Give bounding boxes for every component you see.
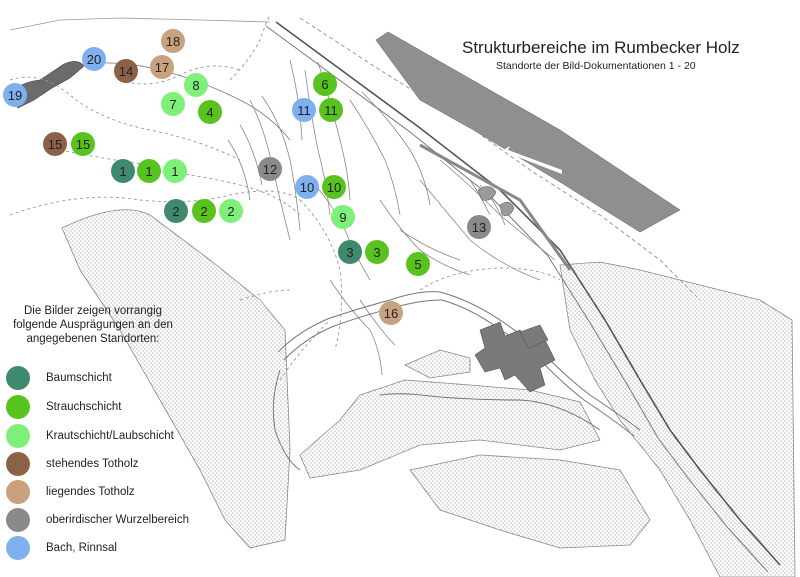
legend-item-baumschicht: Baumschicht	[6, 366, 112, 390]
legend-label: Baumschicht	[46, 372, 112, 384]
photo-location-marker-9[interactable]: 9	[331, 205, 355, 229]
legend-swatch	[6, 452, 30, 476]
photo-location-marker-10[interactable]: 10	[295, 175, 319, 199]
photo-location-marker-14[interactable]: 14	[114, 59, 138, 83]
stippled-area-bottom-1	[299, 379, 601, 479]
photo-location-marker-2[interactable]: 2	[219, 199, 243, 223]
legend-label: Strauchschicht	[46, 401, 122, 413]
small-ponds	[477, 186, 515, 216]
legend-label: liegendes Totholz	[46, 486, 135, 498]
photo-location-marker-4[interactable]: 4	[198, 100, 222, 124]
legend-label: stehendes Totholz	[46, 458, 139, 470]
legend-intro-line-2: folgende Ausprägungen an den	[13, 319, 173, 331]
photo-location-marker-11[interactable]: 11	[319, 98, 343, 122]
photo-location-marker-2[interactable]: 2	[164, 199, 188, 223]
photo-location-marker-15[interactable]: 15	[71, 132, 95, 156]
building-annex	[519, 324, 549, 349]
legend-item-strauchschicht: Strauchschicht	[6, 395, 121, 419]
photo-location-marker-16[interactable]: 16	[379, 301, 403, 325]
photo-location-marker-20[interactable]: 20	[82, 47, 106, 71]
photo-location-marker-3[interactable]: 3	[338, 240, 362, 264]
footpaths	[9, 14, 561, 381]
legend-intro-line-3: angegebenen Standorten:	[26, 333, 160, 345]
building-complex	[474, 321, 556, 393]
legend-item-bach-rinnsal: Bach, Rinnsal	[6, 536, 117, 560]
direction-arrow	[500, 146, 562, 174]
photo-location-marker-13[interactable]: 13	[467, 215, 491, 239]
fence-line	[299, 17, 701, 301]
photo-location-marker-6[interactable]: 6	[313, 72, 337, 96]
legend-swatch	[6, 536, 30, 560]
page-subtitle: Standorte der Bild-Dokumentationen 1 - 2…	[496, 60, 696, 72]
legend-item-wurzelbereich: oberirdischer Wurzelbereich	[6, 508, 189, 532]
railway	[275, 21, 781, 566]
legend-label: oberirdischer Wurzelbereich	[46, 514, 189, 526]
legend-intro-line-1: Die Bilder zeigen vorrangig	[23, 305, 163, 317]
stippled-area-right	[559, 261, 796, 577]
legend-item-krautschicht: Krautschicht/Laubschicht	[6, 424, 174, 448]
legend-swatch	[6, 480, 30, 504]
photo-location-marker-3[interactable]: 3	[365, 240, 389, 264]
legend-label: Bach, Rinnsal	[46, 542, 117, 554]
photo-location-marker-1[interactable]: 1	[111, 159, 135, 183]
photo-location-marker-8[interactable]: 8	[184, 73, 208, 97]
legend-intro: Die Bilder zeigen vorrangig folgende Aus…	[8, 304, 178, 346]
legend-label: Krautschicht/Laubschicht	[46, 430, 174, 442]
railway-parallel	[265, 25, 769, 573]
legend-swatch	[6, 424, 30, 448]
photo-location-marker-2[interactable]: 2	[192, 199, 216, 223]
photo-location-marker-17[interactable]: 17	[150, 55, 174, 79]
legend-swatch	[6, 395, 30, 419]
legend-swatch	[6, 366, 30, 390]
legend-swatch	[6, 508, 30, 532]
legend-item-stehendes-totholz: stehendes Totholz	[6, 452, 139, 476]
rail-track	[419, 143, 572, 271]
stippled-area-left	[61, 209, 291, 549]
photo-location-marker-1[interactable]: 1	[163, 159, 187, 183]
photo-location-marker-19[interactable]: 19	[3, 83, 27, 107]
stippled-area-bottom-2	[409, 454, 651, 549]
photo-location-marker-18[interactable]: 18	[161, 29, 185, 53]
photo-location-marker-10[interactable]: 10	[322, 175, 346, 199]
photo-location-marker-1[interactable]: 1	[137, 159, 161, 183]
outer-border	[9, 17, 271, 31]
photo-location-marker-15[interactable]: 15	[43, 132, 67, 156]
photo-location-marker-7[interactable]: 7	[161, 92, 185, 116]
photo-location-marker-11[interactable]: 11	[292, 98, 316, 122]
photo-location-marker-5[interactable]: 5	[406, 252, 430, 276]
legend-item-liegendes-totholz: liegendes Totholz	[6, 480, 135, 504]
photo-location-marker-12[interactable]: 12	[258, 157, 282, 181]
page-title: Strukturbereiche im Rumbecker Holz	[462, 38, 740, 57]
highway	[375, 31, 681, 233]
stippled-area-small	[404, 349, 471, 379]
